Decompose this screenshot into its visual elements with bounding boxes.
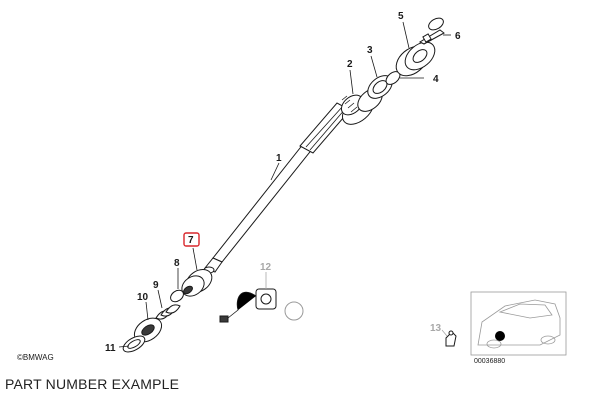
callout-7: 7 (188, 235, 194, 246)
callout-13: 13 (430, 323, 442, 334)
callout-5: 5 (398, 11, 404, 22)
lower-ring (122, 335, 146, 353)
callout-4: 4 (433, 74, 439, 85)
top-bearing (395, 41, 436, 77)
callout-10: 10 (137, 292, 149, 303)
callout-2: 2 (347, 59, 353, 70)
callout-12: 12 (260, 262, 272, 273)
sensor (219, 288, 304, 323)
callout-8: 8 (174, 258, 180, 269)
vehicle-thumbnail (470, 291, 567, 356)
lower-bushing (181, 269, 213, 297)
spring (155, 304, 181, 320)
callout-6: 6 (455, 31, 461, 42)
copyright-notice: ©BMWAG (17, 353, 54, 362)
callout-9: 9 (153, 280, 159, 291)
location-marker (495, 331, 505, 341)
page-caption: PART NUMBER EXAMPLE (5, 376, 180, 392)
callout-3: 3 (367, 45, 373, 56)
clip (445, 330, 457, 347)
callout-11: 11 (105, 343, 116, 354)
steering-shaft (203, 102, 351, 274)
highlight-box-7 (183, 232, 200, 247)
callout-1: 1 (276, 153, 282, 164)
diagram-number: 00036880 (474, 358, 505, 365)
bolt (418, 17, 445, 45)
collar (170, 289, 184, 303)
